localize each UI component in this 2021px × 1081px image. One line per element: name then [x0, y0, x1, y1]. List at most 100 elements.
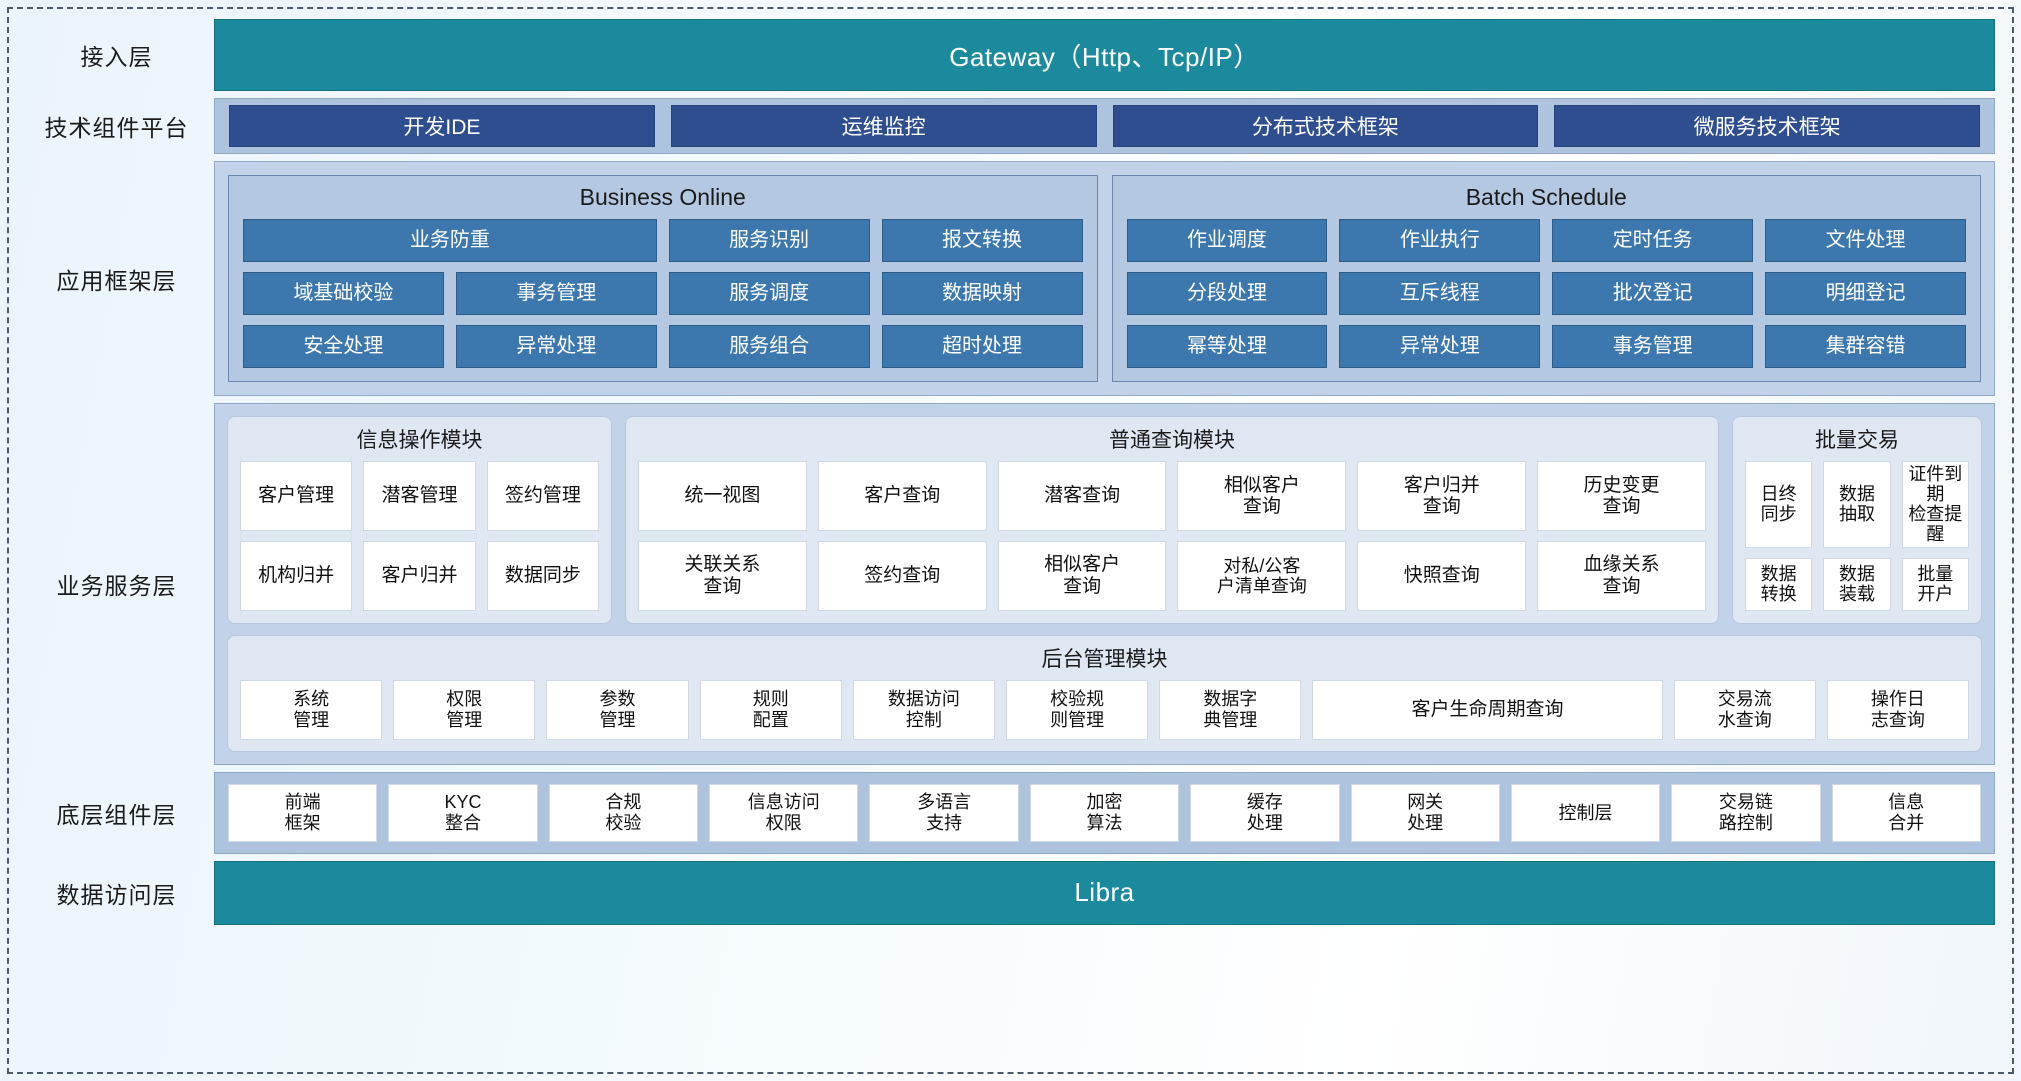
service-cell-query-1-3[interactable]: 对私/公客户清单查询	[1177, 540, 1347, 611]
component-cell-info-merge[interactable]: 信息合并	[1831, 783, 1981, 842]
component-cell-frontend-framework[interactable]: 前端框架	[228, 783, 378, 842]
app-chip-bo-2-3[interactable]: 超时处理	[881, 325, 1083, 368]
backend-cell-customer-lifecycle-query[interactable]: 客户生命周期查询	[1312, 679, 1663, 740]
app-chip-bo-1-3[interactable]: 数据映射	[881, 272, 1083, 315]
app-group-title-batch-schedule: Batch Schedule	[1465, 184, 1627, 210]
backend-cell-transaction-flow-query[interactable]: 交易流水查询	[1673, 679, 1816, 740]
app-chip-bo-1-1[interactable]: 事务管理	[455, 272, 657, 315]
app-chip-bs-2-0[interactable]: 幂等处理	[1126, 325, 1328, 368]
service-cell-query-0-2[interactable]: 潜客查询	[997, 461, 1167, 531]
service-cell-query-1-1[interactable]: 签约查询	[817, 540, 987, 611]
app-group-business-online: Business Online 业务防重 服务识别 报文转换 域基础校验 事务管…	[228, 175, 1098, 382]
service-cell-query-0-3[interactable]: 相似客户查询	[1177, 461, 1347, 531]
service-cell-batch-1-2[interactable]: 批量开户	[1901, 557, 1969, 611]
component-cell-info-access-permission[interactable]: 信息访问权限	[709, 783, 859, 842]
component-cell-multilanguage-support[interactable]: 多语言支持	[869, 783, 1019, 842]
component-cell-compliance-check[interactable]: 合规校验	[548, 783, 699, 842]
app-chip-bo-1-2[interactable]: 服务调度	[668, 272, 870, 315]
app-line: 分段处理 互斥线程 批次登记 明细登记	[1126, 272, 1966, 315]
service-line: 客户管理 潜客管理 签约管理	[240, 461, 599, 531]
service-cell-batch-1-1[interactable]: 数据装载	[1823, 557, 1891, 611]
service-cell-batch-0-0[interactable]: 日终同步	[1745, 461, 1813, 548]
app-chip-bs-1-3[interactable]: 明细登记	[1765, 272, 1966, 315]
app-chip-bs-0-3[interactable]: 文件处理	[1765, 219, 1966, 262]
app-chip-bs-2-2[interactable]: 事务管理	[1552, 325, 1754, 368]
backend-cell-data-access-control[interactable]: 数据访问控制	[852, 679, 996, 740]
service-cell-info-0-1[interactable]: 潜客管理	[363, 461, 476, 531]
app-chip-bs-2-1[interactable]: 异常处理	[1339, 325, 1541, 368]
layer-stack: 接入层 Gateway（Http、Tcp/IP） 技术组件平台 开发IDE 运维…	[10, 10, 2009, 1071]
app-line: 业务防重 服务识别 报文转换	[243, 219, 1083, 262]
app-chip-bo-2-2[interactable]: 服务组合	[668, 325, 870, 368]
service-top-groups: 信息操作模块 客户管理 潜客管理 签约管理 机构归并 客户归并	[227, 416, 1982, 624]
layer-label-data-access: 数据访问层	[56, 881, 177, 908]
service-cell-info-1-1[interactable]: 客户归并	[363, 540, 476, 611]
app-chip-bo-0-2[interactable]: 报文转换	[881, 219, 1083, 262]
service-cell-query-0-5[interactable]: 历史变更查询	[1537, 461, 1706, 531]
service-cell-info-0-0[interactable]: 客户管理	[240, 461, 353, 531]
service-cell-query-1-2[interactable]: 相似客户查询	[997, 540, 1167, 611]
app-chip-bs-1-1[interactable]: 互斥线程	[1339, 272, 1541, 315]
layer-label-access: 接入层	[80, 44, 153, 70]
component-cell-control-layer[interactable]: 控制层	[1510, 783, 1661, 842]
service-cell-query-0-0[interactable]: 统一视图	[638, 461, 807, 531]
backend-cell-operation-log-query[interactable]: 操作日志查询	[1826, 679, 1970, 740]
backend-cell-data-dictionary-management[interactable]: 数据字典管理	[1159, 679, 1302, 740]
service-cell-info-1-2[interactable]: 数据同步	[486, 540, 599, 611]
component-cell-transaction-chain-control[interactable]: 交易链路控制	[1671, 783, 1821, 842]
tech-chip-microservice-framework[interactable]: 微服务技术框架	[1554, 105, 1980, 147]
app-line: 作业调度 作业执行 定时任务 文件处理	[1126, 219, 1966, 262]
app-chip-bs-1-0[interactable]: 分段处理	[1126, 272, 1328, 315]
app-chip-bs-2-3[interactable]: 集群容错	[1765, 325, 1966, 368]
service-cell-query-1-5[interactable]: 血缘关系查询	[1537, 540, 1706, 611]
service-group-batch-transaction: 批量交易 日终同步 数据抽取 证件到期检查提醒 数据转换 数据装载	[1732, 416, 1982, 624]
service-group-backend-management: 后台管理模块 系统管理 权限管理 参数管理 规则配置 数据访问控制 校验规则管理…	[227, 634, 1982, 752]
component-cell-cache-processing[interactable]: 缓存处理	[1190, 783, 1340, 842]
backend-cell-permission-management[interactable]: 权限管理	[393, 679, 536, 740]
tech-chip-distributed-framework[interactable]: 分布式技术框架	[1112, 105, 1539, 147]
service-cell-info-0-2[interactable]: 签约管理	[486, 461, 599, 531]
service-cell-batch-1-0[interactable]: 数据转换	[1745, 557, 1813, 611]
tech-chip-ops-monitor[interactable]: 运维监控	[670, 105, 1097, 147]
data-access-bar[interactable]: Libra	[214, 860, 1995, 925]
backend-cell-validation-rule-management[interactable]: 校验规则管理	[1006, 679, 1149, 740]
service-cell-query-0-1[interactable]: 客户查询	[817, 461, 987, 531]
backend-cell-parameter-management[interactable]: 参数管理	[546, 679, 689, 740]
app-chip-bo-1-0[interactable]: 域基础校验	[243, 272, 444, 315]
service-grid-info-operation: 客户管理 潜客管理 签约管理 机构归并 客户归并 数据同步	[240, 461, 599, 611]
layer-row-data-access: 数据访问层 Libra	[19, 860, 1995, 925]
app-chip-bs-0-0[interactable]: 作业调度	[1126, 219, 1328, 262]
service-grid-common-query: 统一视图 客户查询 潜客查询 相似客户查询 客户归并查询 历史变更查询 关联关系…	[638, 461, 1706, 611]
app-grid-business-online: 业务防重 服务识别 报文转换 域基础校验 事务管理 服务调度 数据映射	[243, 219, 1083, 368]
service-line: 关联关系查询 签约查询 相似客户查询 对私/公客户清单查询 快照查询 血缘关系查…	[638, 540, 1706, 611]
app-chip-bo-2-1[interactable]: 异常处理	[455, 325, 657, 368]
backend-cell-rule-config[interactable]: 规则配置	[699, 679, 842, 740]
layer-row-business-service: 业务服务层 信息操作模块 客户管理 潜客管理 签约管理	[19, 403, 1995, 765]
service-grid-batch-transaction: 日终同步 数据抽取 证件到期检查提醒 数据转换 数据装载 批量开户	[1745, 461, 1969, 611]
app-line: 域基础校验 事务管理 服务调度 数据映射	[243, 272, 1083, 315]
gateway-bar[interactable]: Gateway（Http、Tcp/IP）	[214, 19, 1995, 91]
app-chip-bo-2-0[interactable]: 安全处理	[243, 325, 444, 368]
service-cell-batch-0-1[interactable]: 数据抽取	[1823, 461, 1891, 548]
app-chip-bo-0-0[interactable]: 业务防重	[243, 219, 657, 262]
app-chip-bs-0-2[interactable]: 定时任务	[1552, 219, 1754, 262]
app-chip-bo-0-1[interactable]: 服务识别	[668, 219, 870, 262]
app-line: 安全处理 异常处理 服务组合 超时处理	[243, 325, 1083, 368]
component-cell-gateway-processing[interactable]: 网关处理	[1350, 783, 1500, 842]
tech-chip-ide[interactable]: 开发IDE	[229, 105, 655, 147]
service-cell-query-1-0[interactable]: 关联关系查询	[638, 540, 807, 611]
service-cell-query-0-4[interactable]: 客户归并查询	[1357, 461, 1527, 531]
service-cell-batch-0-2[interactable]: 证件到期检查提醒	[1901, 461, 1969, 548]
backend-cell-system-management[interactable]: 系统管理	[240, 679, 383, 740]
service-cell-info-1-0[interactable]: 机构归并	[240, 540, 353, 611]
app-chip-bs-1-2[interactable]: 批次登记	[1552, 272, 1754, 315]
layer-body-business-service: 信息操作模块 客户管理 潜客管理 签约管理 机构归并 客户归并	[214, 403, 1995, 765]
service-group-title-info-operation: 信息操作模块	[356, 429, 483, 452]
app-chip-bs-0-1[interactable]: 作业执行	[1339, 219, 1541, 262]
component-cell-encryption-algorithm[interactable]: 加密算法	[1029, 783, 1180, 842]
service-cell-query-1-4[interactable]: 快照查询	[1357, 540, 1527, 611]
